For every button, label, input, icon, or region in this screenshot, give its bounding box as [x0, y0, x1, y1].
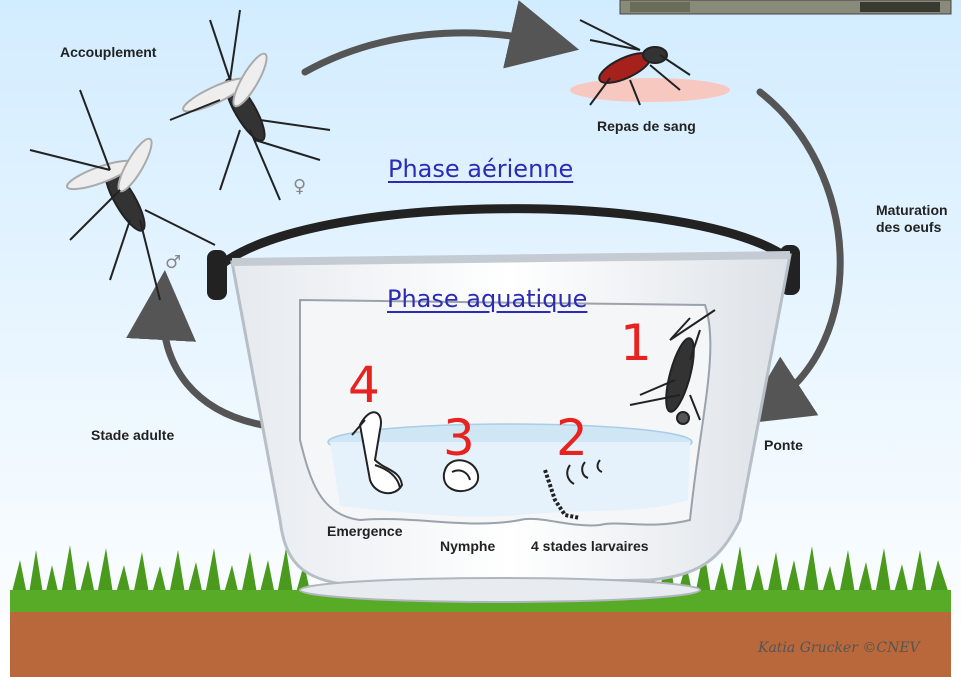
label-maturation-line1: Maturation: [876, 202, 948, 218]
label-ponte: Ponte: [764, 437, 803, 453]
label-accouplement: Accouplement: [60, 44, 156, 60]
photo-thumbnail: [620, 0, 951, 14]
label-emergence: Emergence: [327, 523, 402, 539]
label-stade-adulte: Stade adulte: [91, 427, 174, 443]
author-credit: Katia Grucker ©CNEV: [758, 640, 920, 656]
label-stades-larvaires: 4 stades larvaires: [531, 538, 649, 554]
stage-number-1: 1: [620, 318, 652, 368]
label-repas-de-sang: Repas de sang: [597, 118, 696, 134]
male-symbol: ♂: [165, 252, 181, 273]
phase-aerial-title: Phase aérienne: [388, 155, 573, 183]
stage-number-3: 3: [443, 413, 475, 463]
label-nymphe: Nymphe: [440, 538, 495, 554]
stage-number-4: 4: [348, 360, 380, 410]
label-maturation-line2: des oeufs: [876, 219, 941, 235]
handle-left-clip: [207, 250, 227, 300]
phase-aquatic-title: Phase aquatique: [387, 285, 587, 313]
female-symbol: ♀: [293, 176, 306, 197]
stage-number-2: 2: [556, 413, 588, 463]
